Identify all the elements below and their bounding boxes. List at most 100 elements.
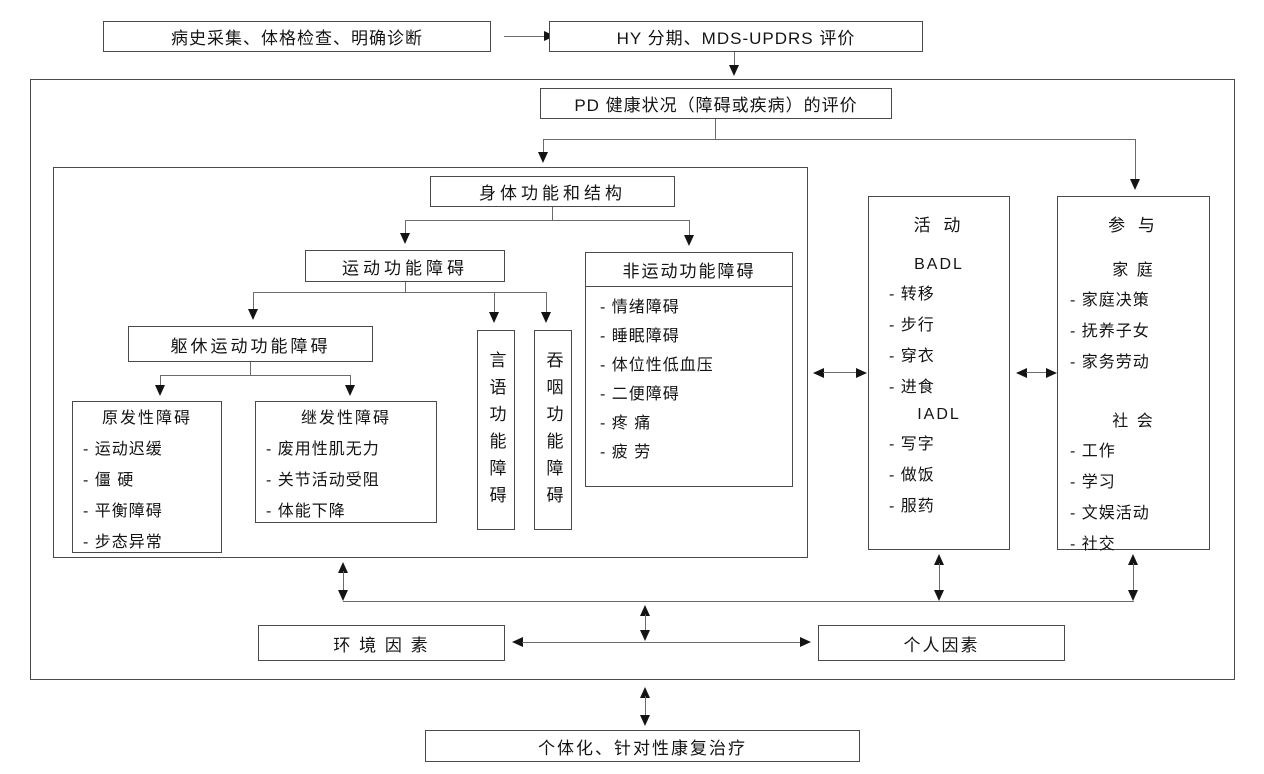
box-personal: 个人因素	[818, 625, 1065, 661]
arrowhead-up-icon	[338, 562, 348, 573]
list-item: - 平衡障碍	[83, 503, 163, 520]
connector-line	[405, 282, 406, 292]
connector-line	[160, 375, 350, 376]
box-speech: 言语功能障碍	[477, 330, 515, 530]
arrowhead-left-icon	[813, 368, 824, 378]
connector-line	[350, 375, 351, 387]
list-item: - 步态异常	[83, 534, 163, 551]
list-item: - 进食	[889, 379, 935, 396]
panel-secondary-disorder: 继发性障碍 - 废用性肌无力 - 关节活动受阻 - 体能下降	[255, 401, 437, 523]
list-item: - 废用性肌无力	[266, 441, 380, 458]
list-item: - 体能下降	[266, 503, 346, 520]
connector-line	[253, 292, 254, 311]
connector-line	[1133, 563, 1134, 593]
arrowhead-down-icon	[338, 590, 348, 601]
connector-intake-staging	[504, 36, 544, 37]
arrowhead-down-icon	[640, 715, 650, 726]
arrowhead-up-icon	[1128, 554, 1138, 565]
connector-line	[253, 292, 546, 293]
arrowhead-down-icon	[400, 233, 410, 244]
box-intake: 病史采集、体格检查、明确诊断	[103, 21, 491, 52]
section-label: BADL	[914, 256, 964, 273]
list-item: - 运动迟缓	[83, 441, 163, 458]
arrowhead-down-icon	[345, 385, 355, 396]
arrowhead-down-icon	[684, 235, 694, 246]
connector-line	[405, 220, 689, 221]
panel-non-motor: 非运动功能障碍 - 情绪障碍 - 睡眠障碍 - 体位性低血压 - 二便障碍 - …	[585, 252, 793, 487]
connector-line	[494, 292, 495, 314]
connector-line	[552, 207, 553, 220]
list-item: - 情绪障碍	[600, 299, 680, 316]
connector-line	[343, 571, 344, 593]
arrowhead-right-icon	[1046, 368, 1057, 378]
list-item: - 睡眠障碍	[600, 328, 680, 345]
list-item: - 体位性低血压	[600, 357, 714, 374]
list-item: - 转移	[889, 286, 935, 303]
connector-line	[543, 139, 1135, 140]
list-item: - 家务劳动	[1070, 354, 1150, 371]
panel-activity: 活 动 BADL - 转移 - 步行 - 穿衣 - 进食 IADL - 写字 -…	[868, 196, 1010, 550]
connector-line	[405, 220, 406, 235]
connector-line	[1135, 139, 1136, 181]
panel-title: 继发性障碍	[300, 410, 391, 427]
list-item: - 疼 痛	[600, 415, 652, 432]
connector-line	[160, 375, 161, 387]
box-motor: 运动功能障碍	[305, 250, 505, 282]
arrowhead-down-icon	[538, 152, 548, 163]
list-item: - 关节活动受阻	[266, 472, 380, 489]
list-item: - 服药	[889, 498, 935, 515]
connector-line	[546, 292, 547, 314]
box-treatment: 个体化、针对性康复治疗	[425, 730, 860, 762]
list-item: - 社交	[1070, 536, 1116, 553]
connector-line	[250, 362, 251, 375]
list-item: - 做饭	[889, 467, 935, 484]
connector-line	[1026, 372, 1048, 373]
arrowhead-down-icon	[1130, 179, 1140, 190]
arrowhead-down-icon	[248, 309, 258, 320]
list-item: - 写字	[889, 436, 935, 453]
section-label: IADL	[917, 406, 961, 423]
connector-line	[522, 642, 802, 643]
list-item: - 疲 劳	[600, 444, 652, 461]
connector-staging-down	[734, 52, 735, 67]
list-item: - 工作	[1070, 443, 1116, 460]
arrowhead-down-icon	[934, 590, 944, 601]
box-swallow: 吞咽功能障碍	[534, 330, 572, 530]
list-item: - 步行	[889, 317, 935, 334]
panel-title: 活 动	[913, 216, 965, 235]
list-item: - 抚养子女	[1070, 323, 1150, 340]
panel-title: 参 与	[1108, 216, 1159, 235]
connector-line	[939, 563, 940, 593]
section-label: 家 庭	[1112, 262, 1155, 279]
body-function-frame	[53, 167, 808, 558]
arrowhead-left-icon	[1016, 368, 1027, 378]
arrowhead-down-icon	[489, 312, 499, 323]
box-environment: 环 境 因 素	[258, 625, 505, 661]
panel-primary-disorder: 原发性障碍 - 运动迟缓 - 僵 硬 - 平衡障碍 - 步态异常	[72, 401, 222, 553]
connector-line	[715, 119, 716, 139]
box-staging: HY 分期、MDS-UPDRS 评价	[549, 21, 923, 52]
arrowhead-up-icon	[640, 687, 650, 698]
arrowhead-right-icon	[800, 637, 811, 647]
connector-line	[823, 372, 857, 373]
arrowhead-right-icon	[856, 368, 867, 378]
connector-line	[543, 139, 544, 153]
outer-frame	[30, 79, 1235, 680]
arrowhead-down-icon	[541, 312, 551, 323]
list-item: - 二便障碍	[600, 386, 680, 403]
list-item: - 学习	[1070, 474, 1116, 491]
box-pd-health: PD 健康状况（障碍或疾病）的评价	[540, 88, 892, 119]
arrowhead-up-icon	[640, 605, 650, 616]
section-label: 社 会	[1112, 413, 1155, 430]
arrowhead-down-icon	[640, 630, 650, 641]
connector-line	[343, 601, 1134, 602]
list-item: - 家庭决策	[1070, 292, 1150, 309]
connector-line	[645, 614, 646, 633]
list-item: - 文娱活动	[1070, 505, 1150, 522]
arrowhead-down-icon	[1128, 590, 1138, 601]
panel-participation: 参 与 家 庭 - 家庭决策 - 抚养子女 - 家务劳动 社 会 - 工作 - …	[1057, 196, 1210, 553]
panel-title: 原发性障碍	[101, 410, 192, 427]
arrowhead-left-icon	[512, 637, 523, 647]
arrowhead-down-icon	[155, 385, 165, 396]
